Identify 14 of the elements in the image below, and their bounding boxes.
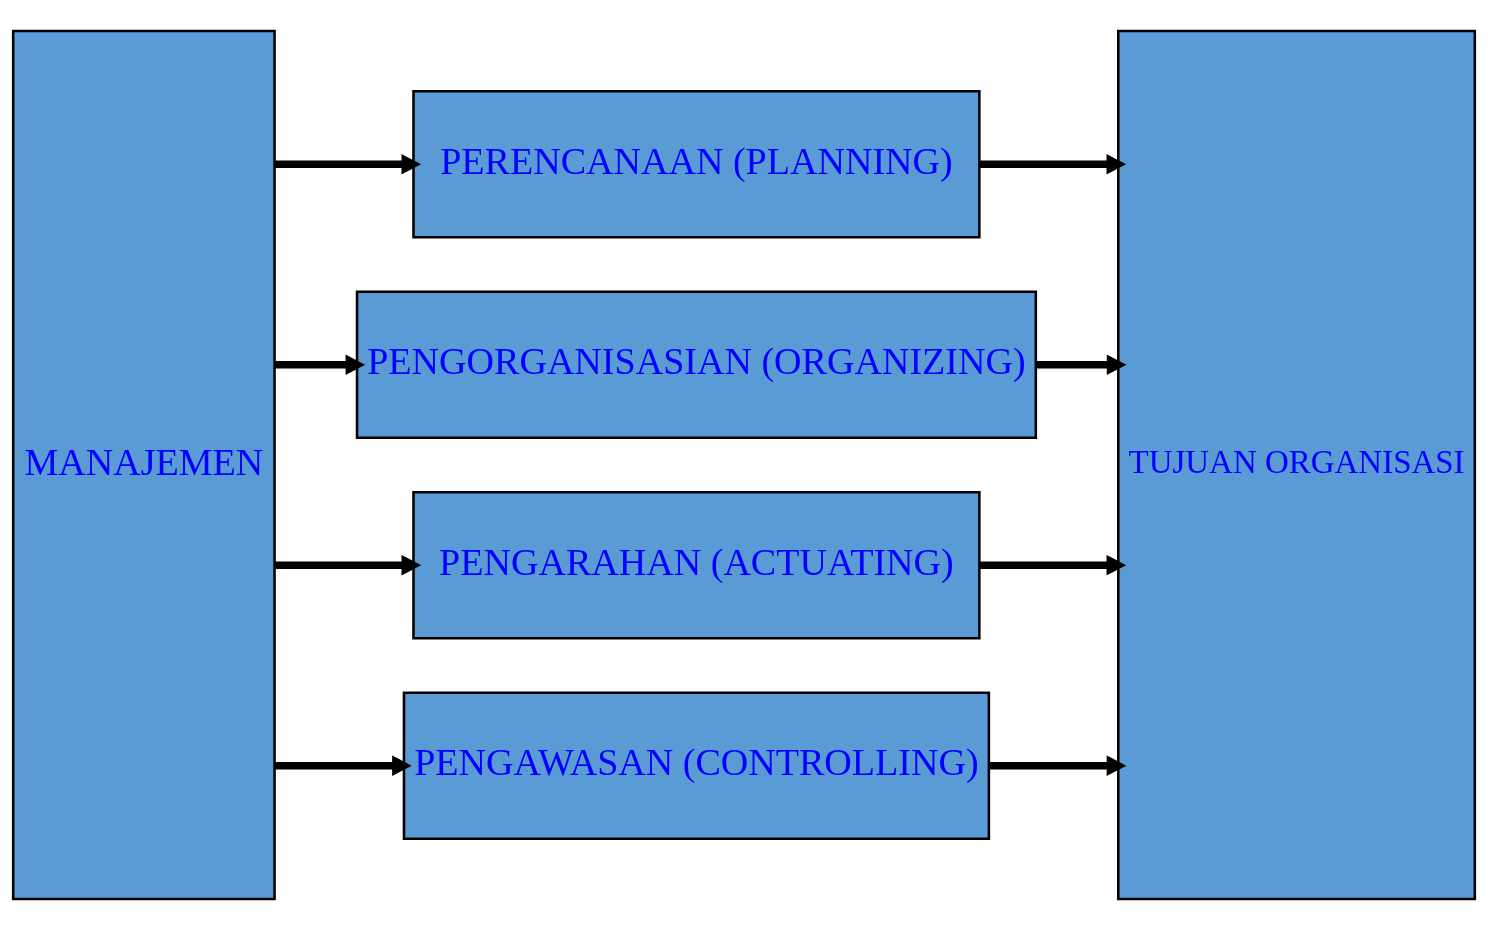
arrow [274, 153, 422, 175]
node-box: PENGAWASAN (CONTROLLING) [402, 691, 991, 840]
arrow [1035, 353, 1127, 375]
node-box: PERENCANAAN (PLANNING) [412, 89, 981, 238]
node-box: MANAJEMEN [11, 29, 276, 900]
arrow [274, 353, 366, 375]
node-box: PENGARAHAN (ACTUATING) [412, 490, 981, 639]
node-box: TUJUAN ORGANISASI [1117, 29, 1477, 900]
arrow [979, 153, 1127, 175]
arrow [274, 754, 412, 776]
arrow [989, 754, 1127, 776]
arrow [979, 554, 1127, 576]
node-box: PENGORGANISASIAN (ORGANIZING) [355, 290, 1038, 439]
arrow [274, 554, 422, 576]
